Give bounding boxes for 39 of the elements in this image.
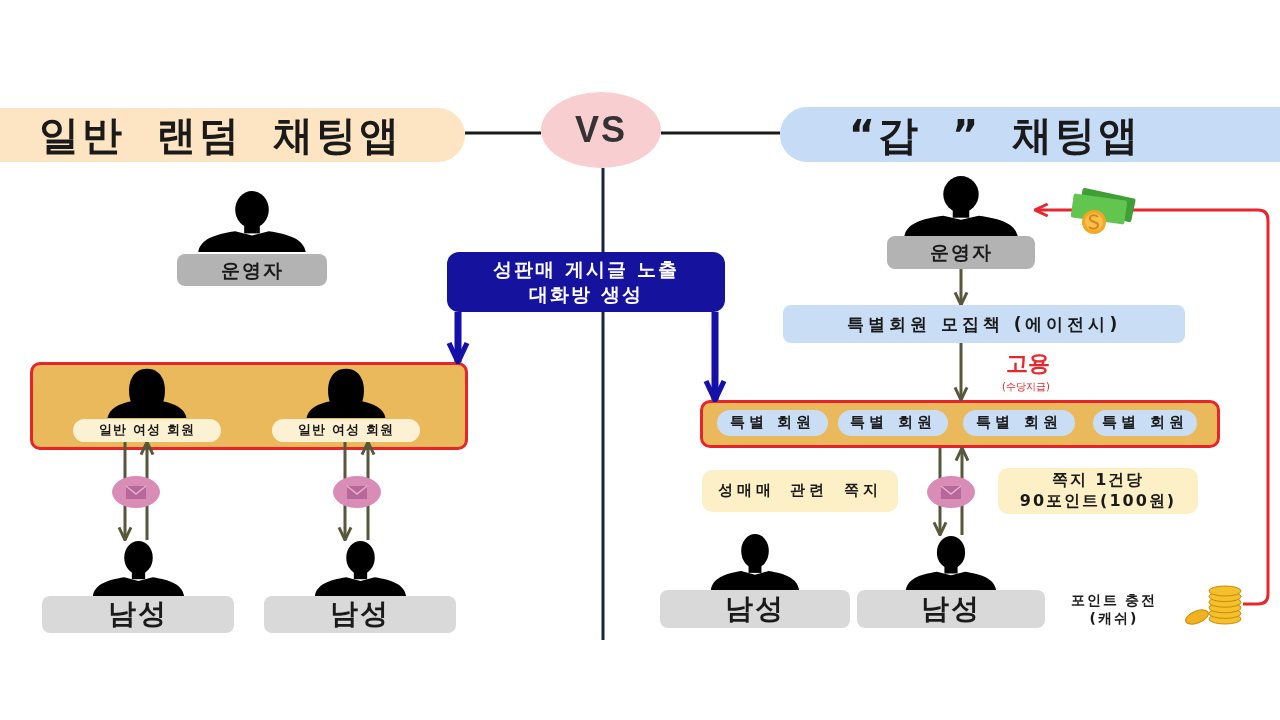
note-box: 성매매 관련 쪽지	[702, 470, 898, 512]
role-box: 특별회원 모집책 (에이전시)	[783, 305, 1185, 343]
note-text: (수당지급)	[1001, 379, 1051, 393]
arrow	[337, 442, 353, 542]
arrow	[953, 269, 969, 307]
arrow	[953, 343, 969, 402]
arrow	[932, 448, 948, 537]
role-label: 남성	[660, 590, 850, 628]
role-label: 운영자	[887, 236, 1035, 269]
arrow	[139, 440, 155, 540]
header-banner: “갑 ” 채팅앱	[780, 107, 1280, 162]
coin-stack-icon	[1183, 583, 1243, 625]
connector-line	[465, 131, 541, 135]
arrow	[703, 312, 727, 403]
role-label: 남성	[264, 596, 456, 633]
role-label: 남성	[42, 596, 234, 633]
arrow	[1033, 202, 1270, 606]
role-label: 남성	[857, 590, 1045, 628]
connector-line	[601, 312, 605, 640]
member-group-panel	[700, 400, 1220, 448]
header-banner: 일반 랜덤 채팅앱	[0, 108, 465, 162]
versus-circle: VS	[541, 92, 661, 168]
member-tag: 특별 회원	[717, 410, 828, 436]
connector-line	[661, 131, 780, 135]
callout-box: 성판매 게시글 노출 대화방 생성	[447, 252, 725, 312]
role-label: 운영자	[177, 254, 327, 286]
connector-line	[601, 168, 605, 252]
member-tag: 특별 회원	[838, 410, 948, 436]
caption-text: 포인트 충전 (캐쉬)	[1069, 590, 1159, 628]
arrow	[117, 442, 133, 542]
member-label: 일반 여성 회원	[73, 419, 221, 442]
member-label: 일반 여성 회원	[272, 419, 420, 442]
arrow	[446, 312, 470, 365]
arrow	[954, 446, 970, 535]
member-tag: 특별 회원	[1093, 410, 1197, 436]
arrow	[360, 440, 376, 540]
note-box: 쪽지 1건당 90포인트(100원)	[998, 468, 1198, 514]
member-tag: 특별 회원	[963, 410, 1075, 436]
member-group-panel	[30, 362, 468, 450]
